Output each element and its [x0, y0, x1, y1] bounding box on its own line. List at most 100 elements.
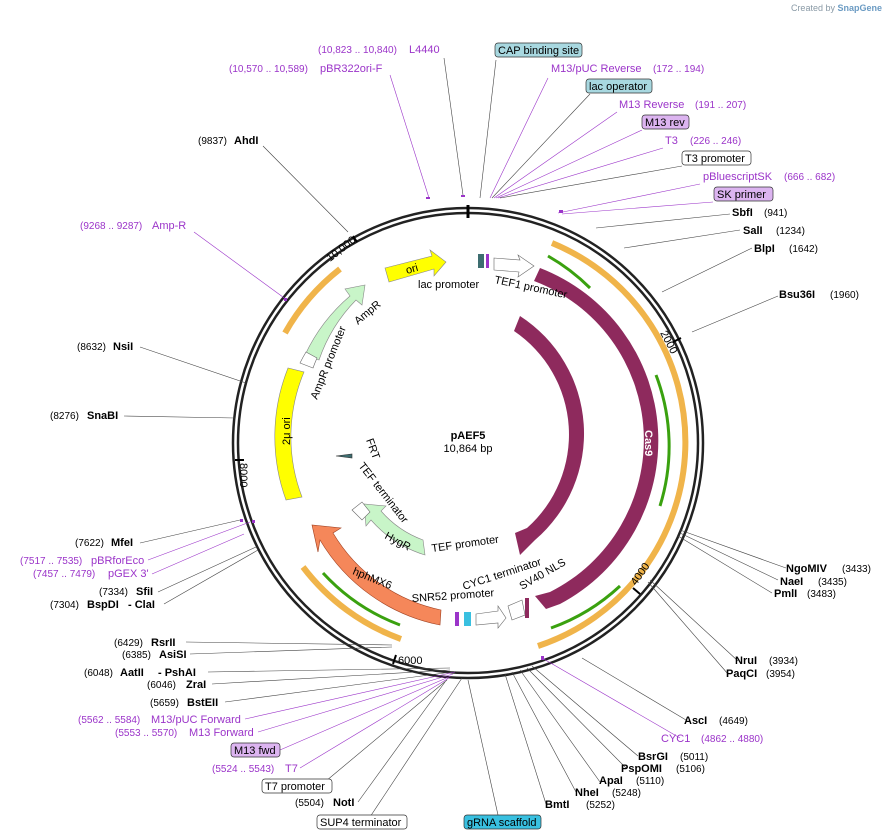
primer-pbluescriptsk: pBluescriptSK — [703, 171, 773, 183]
primer-m13-reverse-pos: (191 .. 207) — [695, 100, 746, 111]
tick-2000 — [672, 337, 682, 343]
enz-nsii-pos: (8632) — [77, 342, 106, 353]
enz-noti: NotI — [333, 797, 354, 809]
enz-nsii: NsiI — [113, 341, 133, 353]
box-t3prom — [681, 150, 752, 166]
ampr-arrow — [304, 284, 366, 361]
enz-ngomiv-pos: (3433) — [842, 564, 871, 575]
label-ori: ori — [405, 262, 420, 277]
enz-sali: SalI — [743, 225, 763, 237]
boxtext-grna: gRNA scaffold — [467, 817, 537, 829]
enz-aatii: AatII — [120, 667, 144, 679]
enz-pmli-pos: (3483) — [807, 589, 836, 600]
boxtext-sup4: SUP4 terminator — [320, 817, 402, 829]
label-ampr: AmpR — [352, 298, 383, 327]
box-lacop — [585, 78, 653, 94]
box-m13fwd — [230, 742, 281, 758]
enz-bsrgi-pos: (5011) — [680, 752, 708, 763]
sv40-marker — [525, 598, 529, 618]
enz-sali-pos: (1234) — [776, 226, 805, 237]
primer-l4440-pos: (10,823 .. 10,840) — [318, 45, 397, 56]
enz-nhei: NheI — [575, 787, 599, 799]
primer-m13puc-rev-pos: (172 .. 194) — [653, 64, 704, 75]
primer-l4440: L4440 — [409, 44, 440, 56]
primer-t3-pos: (226 .. 246) — [690, 136, 741, 147]
green-arrow-left — [321, 571, 401, 627]
lac-marker — [478, 254, 484, 268]
label-cas9-outer: Cas9 — [642, 430, 654, 456]
enz-bspdi: BspDI — [87, 599, 119, 611]
enz-bspdi-pos: (7304) — [50, 600, 79, 611]
box-sup4 — [316, 814, 408, 830]
boxtext-m13fwd: M13 fwd — [234, 745, 276, 757]
tick-4000 — [632, 587, 641, 595]
enz-asci: AscI — [684, 715, 707, 727]
tick-6000 — [392, 654, 397, 665]
enz-aatii-pos: (6048) — [84, 668, 113, 679]
primer-t7: T7 — [285, 763, 298, 775]
enz-bsu36i: Bsu36I — [779, 289, 815, 301]
hygr-arrow — [363, 503, 426, 556]
orange-band-left-bottom — [300, 565, 403, 642]
enz-bsrgi: BsrGI — [638, 751, 668, 763]
primer-pgex-pos: (7457 .. 7479) — [33, 569, 95, 580]
enz-apai-pos: (5110) — [636, 776, 664, 787]
enz-bsu36i-pos: (1960) — [830, 290, 859, 301]
label-snr52-promoter: SNR52 promoter — [411, 587, 495, 605]
enz-pmli: PmlI — [774, 588, 797, 600]
enz-naei-pos: (3435) — [818, 577, 847, 588]
enz-ahdi-pos: (9837) — [198, 136, 227, 147]
primer-t7-pos: (5524 .. 5543) — [212, 764, 274, 775]
orange-band-right — [537, 240, 689, 649]
enz-nrui-pos: (3934) — [769, 656, 798, 667]
ruler-6000: 6000 — [398, 655, 422, 667]
enz-noti-pos: (5504) — [295, 798, 324, 809]
grna-marker — [464, 612, 471, 626]
box-skprimer — [713, 186, 774, 202]
enz-naei: NaeI — [780, 576, 803, 588]
tef1-promoter-arrow — [493, 254, 535, 278]
snapgene-watermark: Created by SnapGene — [791, 3, 882, 13]
enz-bmti: BmtI — [545, 799, 569, 811]
enz-asci-pos: (4649) — [719, 716, 748, 727]
boxtext-m13rev: M13 rev — [645, 117, 685, 129]
cyc1-terminator-arrow — [507, 599, 526, 621]
enz-pshai: - PshAI — [158, 667, 196, 679]
primer-pbr322-pos: (10,570 .. 10,589) — [229, 64, 308, 75]
label-frt: FRT — [363, 437, 382, 461]
label-two-mu-ori: 2μ ori — [281, 417, 293, 445]
label-cas9-inner: Cas9 — [588, 430, 600, 456]
enz-paqci: PaqCI — [726, 668, 757, 680]
enz-snabi-pos: (8276) — [50, 411, 79, 422]
two-mu-ori-arrow — [274, 367, 305, 501]
enz-nrui: NruI — [735, 655, 757, 667]
enz-paqci-pos: (3954) — [766, 669, 795, 680]
tick-10000 — [352, 235, 358, 243]
ampr-promoter-arrow — [299, 351, 318, 369]
ori-arrow — [384, 249, 447, 283]
primer-pbrforeco-pos: (7517 .. 7535) — [20, 556, 82, 567]
enz-snabi: SnaBI — [87, 410, 118, 422]
snr52-promoter-arrow — [475, 605, 507, 629]
ruler-10000: 10,000 — [324, 234, 358, 264]
plasmid-name: pAEF5 — [451, 430, 486, 442]
boxtext-lacop: lac operator — [589, 81, 647, 93]
boxtext-t7prom: T7 promoter — [265, 781, 325, 793]
green-arrow-right-3 — [550, 584, 622, 630]
boxtext-t3prom: T3 promoter — [685, 153, 745, 165]
green-arrow-right-2 — [654, 374, 671, 507]
primer-m13puc-fwd: M13/pUC Forward — [151, 714, 241, 726]
primer-m13-forward: M13 Forward — [189, 727, 254, 739]
enz-rsrii: RsrII — [151, 637, 175, 649]
orange-band-left-top — [282, 266, 342, 335]
enz-zrai-pos: (6046) — [147, 680, 176, 691]
plasmid-size: 10,864 bp — [444, 443, 493, 455]
enz-rsrii-pos: (6429) — [114, 638, 143, 649]
primer-pbrforeco: pBRforEco — [91, 555, 144, 567]
enz-nhei-pos: (5248) — [612, 788, 641, 799]
cas9-outer-arrow — [534, 268, 659, 609]
primer-ampr: Amp-R — [152, 220, 186, 232]
enz-zrai: ZraI — [186, 679, 206, 691]
enz-sfii-pos: (7334) — [99, 587, 128, 598]
